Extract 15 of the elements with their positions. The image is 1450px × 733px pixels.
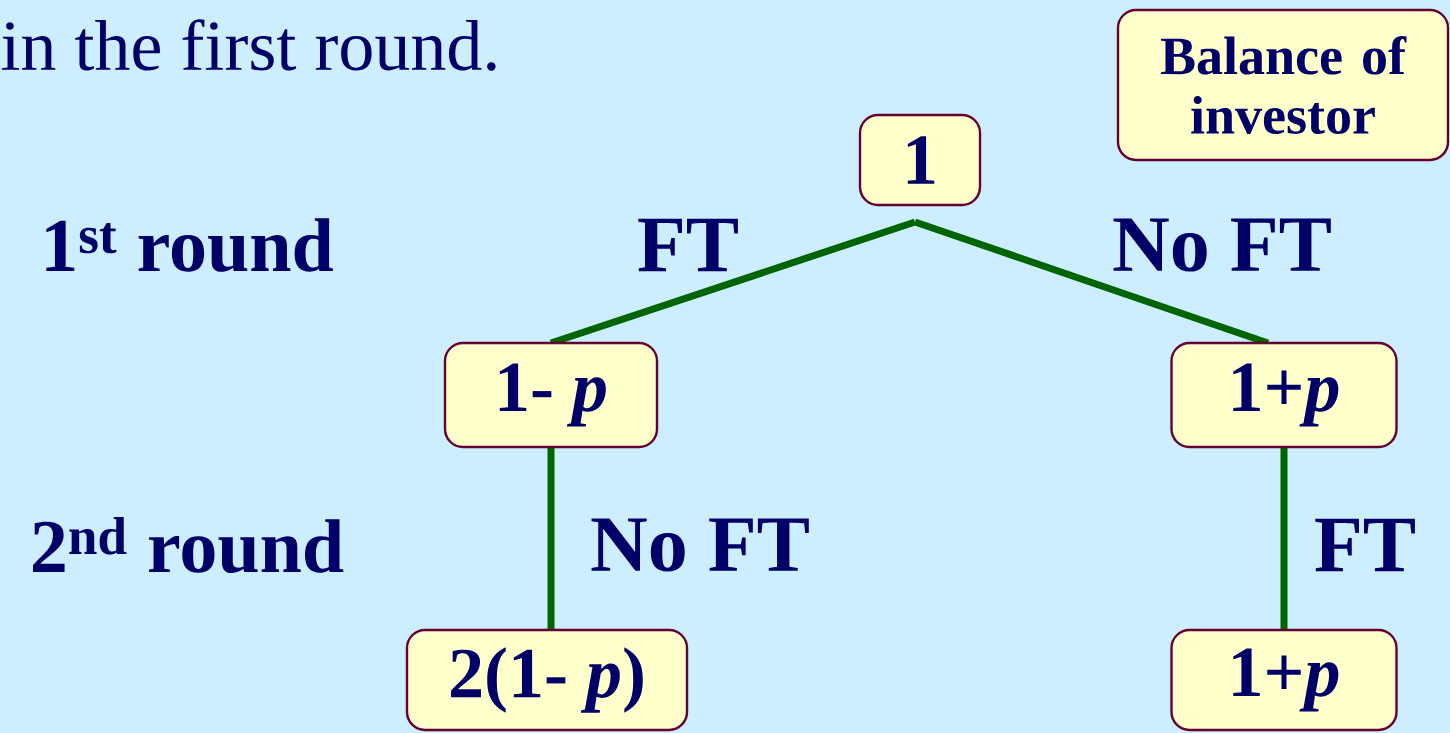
value-box: 1- p xyxy=(443,341,659,449)
value-box: 1 xyxy=(858,113,982,207)
round-label: 2$^{nd}$ round xyxy=(33,517,344,573)
caption-text: in the first round. xyxy=(1,19,496,71)
edge-label: No FT xyxy=(1110,216,1334,274)
value-box: Balance of investor xyxy=(1116,8,1450,162)
value-box: 1+p xyxy=(1170,628,1398,732)
edge-label: FT xyxy=(634,216,742,274)
connector-line xyxy=(547,447,555,630)
edge-label: No FT xyxy=(588,516,812,574)
round-label: 1$^{st}$ round xyxy=(46,218,333,272)
value-box: 2(1- p) xyxy=(405,628,689,732)
edge-label: FT xyxy=(1311,516,1419,574)
connector-line xyxy=(1280,447,1288,630)
value-box: 1+p xyxy=(1170,341,1398,449)
